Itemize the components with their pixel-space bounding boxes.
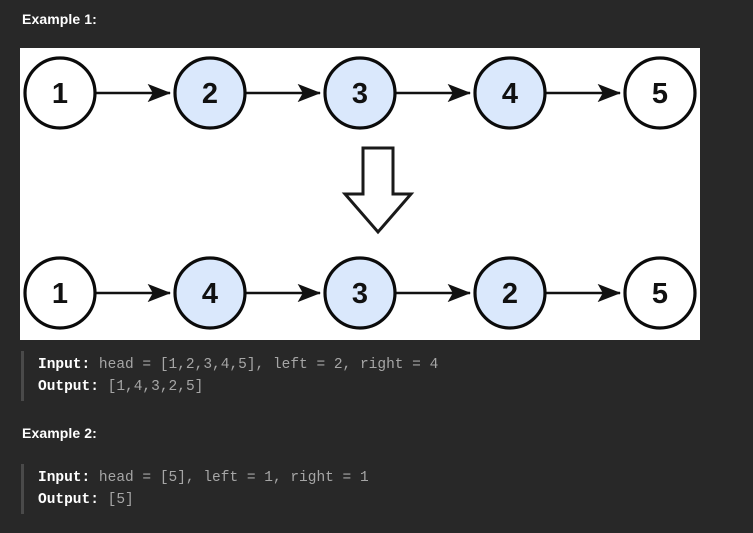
example-2-input-line: Input: head = [5], left = 1, right = 1 <box>38 467 369 489</box>
node-input-4: 5 <box>623 56 697 130</box>
node-output-3-label: 2 <box>502 278 518 310</box>
output-label: Output: <box>38 492 99 508</box>
node-input-1: 2 <box>173 56 247 130</box>
input-value-text: head = [1,2,3,4,5], left = 2, right = 4 <box>98 357 439 373</box>
linked-list-diagram: 1 2 3 4 5 <box>20 48 700 340</box>
node-input-4-label: 5 <box>652 78 668 110</box>
example-2-heading: Example 2: <box>22 425 97 441</box>
node-output-2-label: 3 <box>352 278 368 310</box>
node-output-2: 3 <box>323 256 397 330</box>
output-value-text: [1,4,3,2,5] <box>107 379 204 395</box>
output-label: Output: <box>38 379 99 395</box>
output-list-row: 1 4 3 2 5 <box>23 256 697 330</box>
node-output-4: 5 <box>623 256 697 330</box>
input-value: head = [5], left = 1, right = 1 <box>90 470 369 486</box>
example-2-output-line: Output: [5] <box>38 489 369 511</box>
node-input-2-label: 3 <box>352 78 368 110</box>
down-arrow-icon <box>341 146 415 235</box>
node-output-3: 2 <box>473 256 547 330</box>
node-input-1-label: 2 <box>202 78 218 110</box>
input-label: Input: <box>38 357 91 373</box>
node-output-1: 4 <box>173 256 247 330</box>
linked-list-diagram-svg: 1 2 3 4 5 <box>23 56 697 330</box>
node-input-3-label: 4 <box>502 78 518 110</box>
input-list-row: 1 2 3 4 5 <box>23 56 697 130</box>
output-value: [5] <box>99 492 134 508</box>
node-input-2: 3 <box>323 56 397 130</box>
node-input-3: 4 <box>473 56 547 130</box>
node-output-0-label: 1 <box>52 278 68 310</box>
example-2-code-block: Input: head = [5], left = 1, right = 1 O… <box>21 464 369 514</box>
example-1-output-line: Output: [1,4,3,2,5] <box>38 376 438 398</box>
example-1-code-block: Input: head = [1,2,3,4,5], left = 2, rig… <box>21 351 438 401</box>
example-1-input-line: Input: head = [1,2,3,4,5], left = 2, rig… <box>38 354 438 376</box>
node-input-0: 1 <box>23 56 97 130</box>
output-value-text: [5] <box>107 492 134 508</box>
node-output-1-label: 4 <box>202 278 218 310</box>
input-label: Input: <box>38 470 91 486</box>
node-input-0-label: 1 <box>52 78 68 110</box>
output-value: [1,4,3,2,5] <box>99 379 204 395</box>
example-1-heading: Example 1: <box>22 11 97 27</box>
node-output-4-label: 5 <box>652 278 668 310</box>
node-output-0: 1 <box>23 256 97 330</box>
input-value: head = [1,2,3,4,5], left = 2, right = 4 <box>90 357 438 373</box>
input-value-text: head = [5], left = 1, right = 1 <box>98 470 369 486</box>
